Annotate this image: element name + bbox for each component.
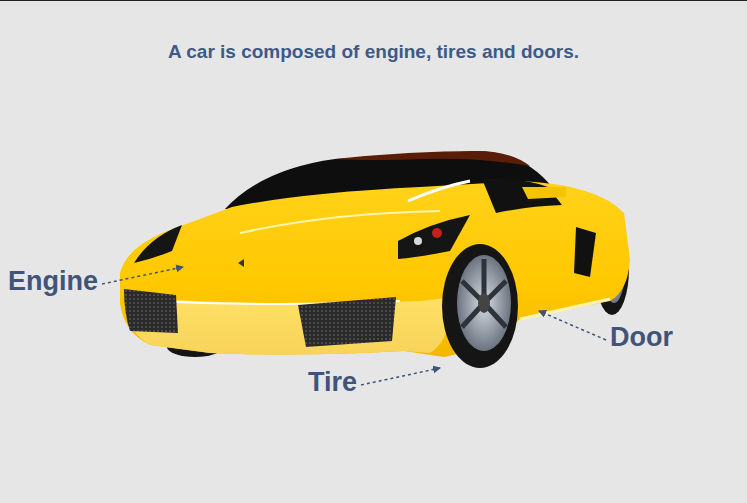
glass-reflection: [408, 181, 470, 201]
hub: [478, 293, 490, 313]
headlight-lamp: [432, 228, 442, 238]
leader-line: [102, 267, 183, 284]
part-label: Engine: [8, 265, 98, 297]
rim: [457, 255, 511, 351]
leader-line: [361, 368, 440, 385]
hood-crease: [240, 211, 440, 233]
badge: [238, 259, 244, 267]
rim-spokes: [462, 259, 506, 327]
wheel: [442, 244, 518, 368]
headlight: [134, 225, 182, 263]
diagram-title: A car is composed of engine, tires and d…: [0, 41, 747, 63]
mirror: [522, 187, 566, 199]
part-label: Tire: [308, 366, 357, 398]
car-body: [120, 181, 630, 357]
door-sill: [520, 299, 610, 319]
grille: [124, 289, 178, 333]
grille: [298, 297, 396, 347]
leader-line: [539, 311, 606, 340]
headlight-lamp: [414, 237, 422, 245]
headlight: [398, 215, 470, 259]
roof: [335, 151, 530, 166]
side-intake: [574, 227, 596, 277]
part-label: Door: [610, 321, 673, 353]
